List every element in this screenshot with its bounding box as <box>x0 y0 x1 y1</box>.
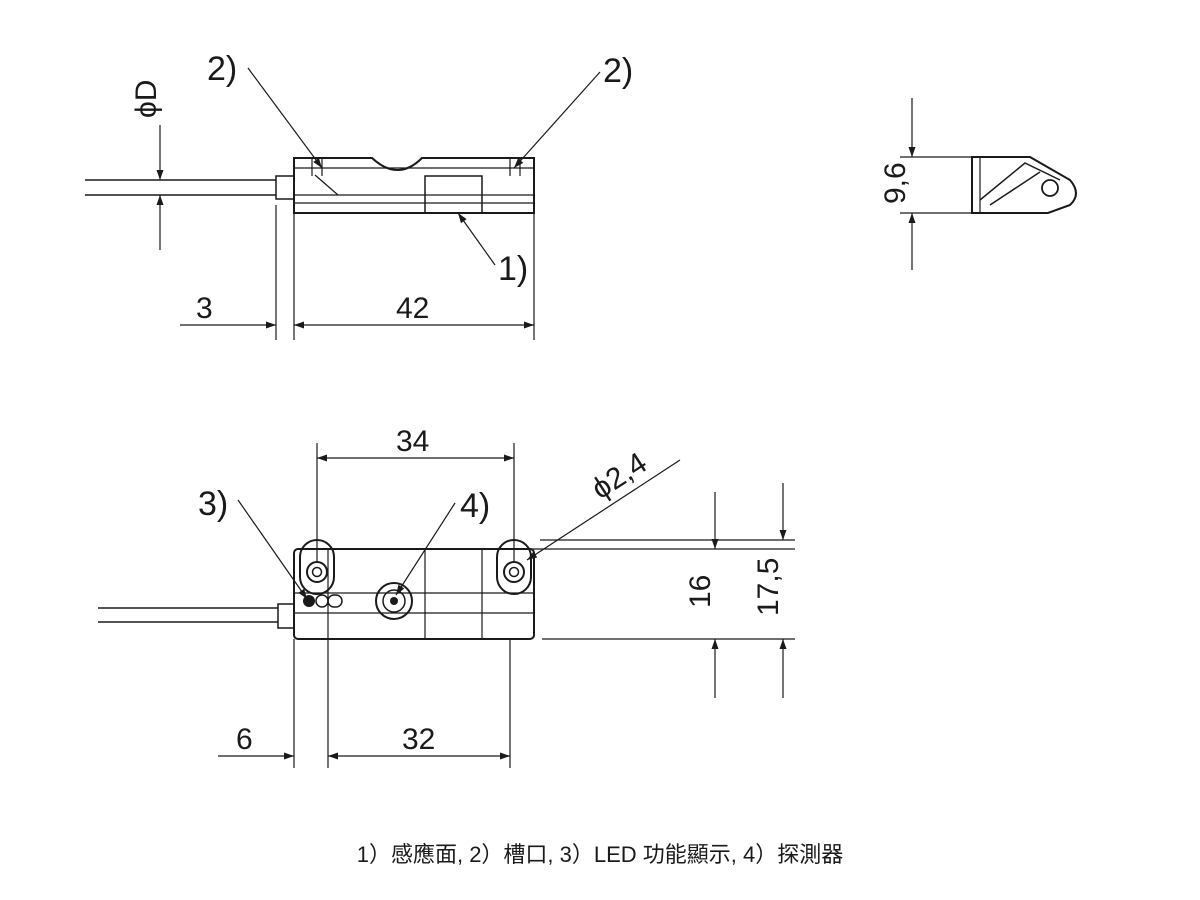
front-view: 3) 4) ϕ2,4 34 16 17,5 6 32 <box>98 425 795 768</box>
top-view: 2) 2) 1) ϕD 3 42 <box>85 50 633 340</box>
callout-3: 3) <box>198 485 228 523</box>
dim-17-5: 17,5 <box>752 558 785 616</box>
sensor-housing-front <box>293 548 535 640</box>
dim-9-6: 9,6 <box>879 162 912 204</box>
sensor-housing-top <box>293 157 535 214</box>
mounting-hole-right <box>503 561 525 583</box>
legend-caption: 1）感應面, 2）槽口, 3）LED 功能顯示, 4）探測器 <box>357 842 844 867</box>
callout-2-right: 2) <box>603 52 633 90</box>
side-view: 9,6 <box>879 98 1077 270</box>
mounting-hole-side <box>1041 179 1059 197</box>
sensing-face <box>424 175 483 214</box>
dim-hole-diameter: ϕ2,4 <box>586 446 653 506</box>
cable-gland-front <box>277 603 295 629</box>
dim-16: 16 <box>684 575 717 608</box>
dim-6: 6 <box>236 723 253 756</box>
led-indicator-2 <box>315 594 329 608</box>
cable-gland <box>275 175 295 200</box>
sensor-side-profile <box>971 156 1077 214</box>
callout-2-left: 2) <box>207 50 237 88</box>
dim-42: 42 <box>396 292 429 325</box>
dim-3: 3 <box>196 292 213 325</box>
callout-1: 1) <box>498 250 528 288</box>
dim-34: 34 <box>396 425 429 458</box>
detector <box>375 582 413 620</box>
callout-4: 4) <box>460 487 490 525</box>
dim-32: 32 <box>402 723 435 756</box>
mounting-hole-left <box>306 561 328 583</box>
dim-diameter-d: ϕD <box>130 80 163 118</box>
